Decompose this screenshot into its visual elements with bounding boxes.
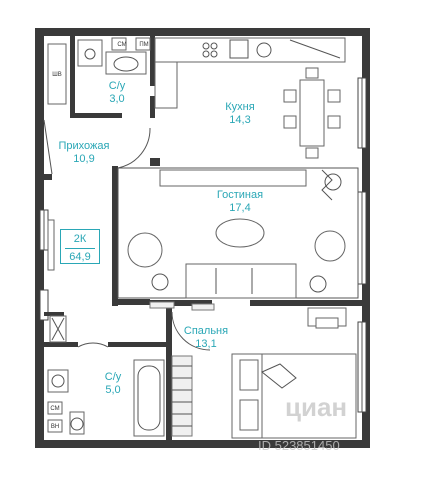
room-bathroom-2: С/у 5,0 <box>96 371 130 397</box>
interior-walls <box>44 36 362 440</box>
tag-washing-machine-1: СМ <box>117 42 127 48</box>
tag-washing-machine-2: СМ <box>50 406 60 412</box>
room-name: Спальня <box>183 325 229 337</box>
room-name: С/у <box>108 80 126 92</box>
bathroom-2-fixtures <box>47 359 165 437</box>
bathroom-1-fixtures <box>47 37 170 105</box>
room-area: 5,0 <box>105 384 121 396</box>
watermark-id: ID 523851450 <box>258 438 340 453</box>
room-bedroom: Спальня 13,1 <box>174 325 238 351</box>
tag-closet: ШВ <box>52 72 62 78</box>
hallway-fixtures <box>43 119 151 348</box>
room-area: 10,9 <box>73 153 95 165</box>
room-name: Кухня <box>225 101 255 113</box>
total-area: 64,9 <box>69 251 91 263</box>
apartment-badge: 2К 64,9 <box>60 229 100 264</box>
tag-dishwasher: ПМ <box>139 42 149 48</box>
bedroom-fixtures <box>171 307 357 439</box>
room-name: Прихожая <box>58 140 110 152</box>
living-room-fixtures <box>117 167 359 311</box>
windows <box>39 77 367 413</box>
room-area: 14,3 <box>229 114 251 126</box>
kitchen-fixtures <box>154 37 346 159</box>
room-area: 13,1 <box>195 338 217 350</box>
room-name: Гостиная <box>216 189 264 201</box>
room-hallway: Прихожая 10,9 <box>50 140 118 166</box>
room-kitchen: Кухня 14,3 <box>212 101 268 127</box>
watermark-brand: циан <box>285 392 348 422</box>
badge-divider <box>65 248 95 249</box>
room-name: С/у <box>104 371 122 383</box>
room-living: Гостиная 17,4 <box>208 189 272 215</box>
room-count: 2К <box>73 233 87 245</box>
room-area: 3,0 <box>109 93 125 105</box>
tag-water-heater: ВН <box>50 424 60 430</box>
room-bathroom-1: С/у 3,0 <box>100 80 134 106</box>
room-area: 17,4 <box>229 202 251 214</box>
